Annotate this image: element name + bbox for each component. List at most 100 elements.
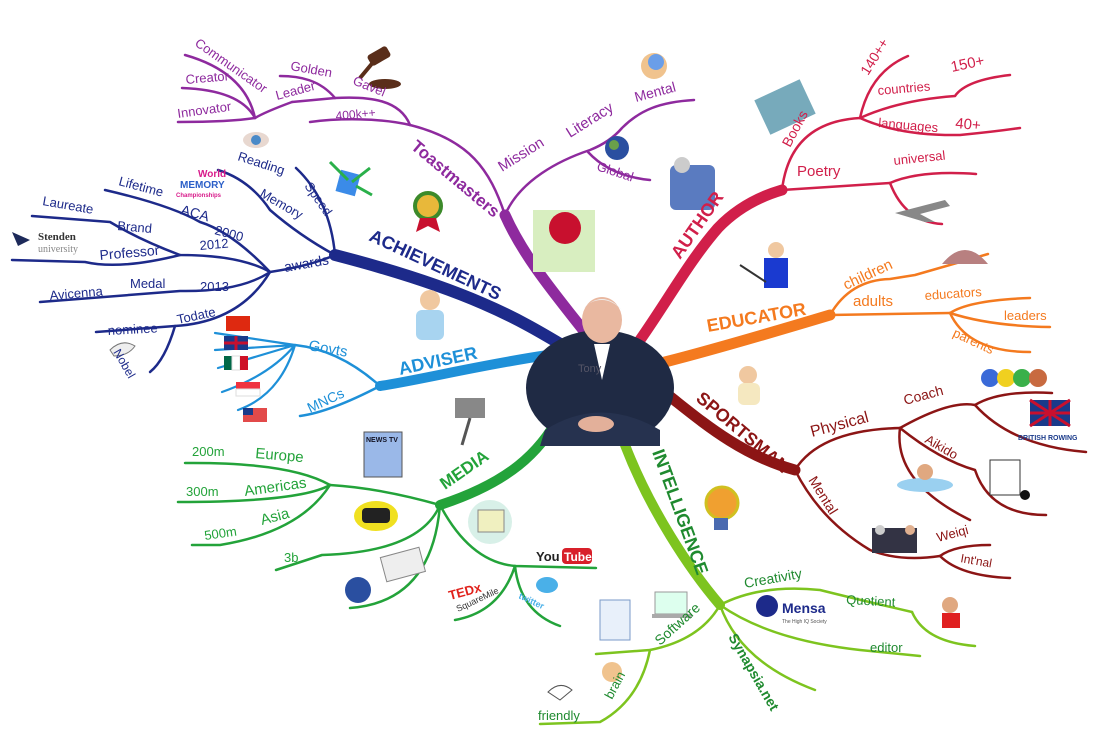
british-rowing-logo-text: BRITISH ROWING [1018,435,1078,442]
world-memory-logo: World MEMORY Championships [176,169,226,199]
imindmap-box-icon [599,599,631,641]
branch-educator-item: children [841,256,896,294]
branch-achievements-item: ACA [179,201,212,224]
flag-uk-icon [224,336,248,350]
branch-intelligence-item: Quotient [846,592,896,610]
branch-author-item: 140++ [857,35,892,77]
branch-author-item: universal [893,148,946,168]
branch-author-item: countries [877,78,931,98]
youtube-logo: You Tube [536,548,592,564]
light-bulb-icon [704,485,740,530]
branch-achievements-item: 2000 [213,222,245,244]
judo-icon [989,459,1030,500]
branch-educator-lines [659,252,1052,368]
teacher-icon [739,242,788,288]
branch-author-item: 150+ [949,52,986,76]
branch-media-item: Americas [243,474,307,500]
central-portrait: Tony [526,297,674,446]
branch-sportsman-item: Weiqi [935,522,970,545]
branch-media-item: 200m [192,444,225,459]
branch-achievements-item: awards [283,251,330,275]
british-rowing-logo: BRITISH ROWING [1018,398,1078,442]
stenden-logo-text: university [38,244,78,255]
branch-author-item: Poetry [797,163,841,180]
chess-players-icon [872,525,917,553]
newspaper-icon [379,546,427,583]
dove-icon [109,342,136,357]
branch-educator-item: educators [924,284,982,303]
branch-media-item: Europe [255,445,305,466]
sumo-wrestler-icon [738,366,760,405]
hand-writing-icon [547,685,573,701]
world-memory-logo-text: World [198,169,226,180]
news-tv-text: NEWS TV [366,437,398,444]
swimmer-trophy-icon [942,597,960,628]
mensa-logo: Mensa The High IQ Society [756,595,827,625]
branch-mission-item: Mission [495,134,547,175]
branch-achievements-item: nominee [107,320,158,338]
branch-sportsman-lines [662,389,1088,580]
award-medal-icon [413,191,443,232]
branch-media-item: 500m [203,524,237,543]
branch-sportsman-item: Int'nal [959,551,993,570]
author-writer-icon [670,157,715,210]
branch-author-item: languages [878,115,940,135]
computer-globe-icon [468,500,512,544]
branch-mission-item: Literacy [563,99,617,142]
branch-achievements-item: Speed [302,179,336,218]
youtube-logo-text: You [536,549,560,564]
branch-educator-item: adults [853,293,893,310]
camera-operator-icon [455,398,485,446]
branch-intelligence-item: friendly [538,708,580,723]
adviser-character-icon [416,290,444,340]
branch-achievements-lines [10,166,568,374]
branch-intelligence-lines [538,440,977,726]
branch-mission-item: Creator [185,68,230,87]
stenden-logo-text: Stenden [38,231,76,243]
branch-author-lines [634,54,1022,346]
branch-sportsman-item: Aikido [923,432,961,463]
branch-media-item: 3b [284,550,298,565]
branch-intelligence-item: editor [870,640,903,655]
flag-china-icon [226,316,250,331]
youtube-logo-text: Tube [564,550,592,564]
branch-adviser-item: Govts [307,337,349,361]
brain-head-icon-2 [602,662,622,682]
branch-mission-item: Communicator [192,35,270,96]
photo-name-text: Tony [578,363,602,375]
flag-malaysia-icon [243,408,267,422]
flag-mexico-icon [224,355,248,371]
laptop-icon [652,591,692,618]
branch-achievements-item: Brand [117,218,153,236]
branch-achievements-item: Professor [99,242,160,263]
mensa-logo-text: Mensa [782,600,826,616]
tedx-logo: TEDx SquareMile [447,580,500,614]
branch-mission-item: 400k++ [335,106,376,123]
branch-achievements-item: 2012 [199,236,229,253]
branch-intelligence-item: Creativity [743,565,803,591]
branch-mission-item: Global [595,159,635,185]
twitter-logo: twitter [517,577,558,611]
stenden-university-logo: Stenden university [12,231,78,255]
branch-achievements-item: Reading [236,149,287,178]
branch-adviser-lines [213,331,553,418]
globe-icon [605,136,629,160]
brain-head-icon [641,53,667,79]
books-icon [754,79,816,135]
eye-icon [243,132,269,148]
branch-sportsman-item: Coach [902,382,945,408]
branch-mission-item: Golden [289,58,333,80]
airplane-icon [895,200,950,222]
branch-educator-item: parents [951,325,997,357]
branch-media-item: 300m [186,484,219,499]
swimmer-icon [897,464,953,492]
branch-mission-item: Gavel [351,73,388,100]
radio-icon [354,501,398,531]
branch-mission-item: Innovator [176,98,232,120]
olympic-rings-icon [981,369,1047,387]
branch-mission-item: Mental [633,79,678,105]
branch-achievements-item: Avicenna [49,283,104,303]
branch-author-item: 40+ [955,115,982,134]
royal-albert-hall-icon [942,250,988,264]
